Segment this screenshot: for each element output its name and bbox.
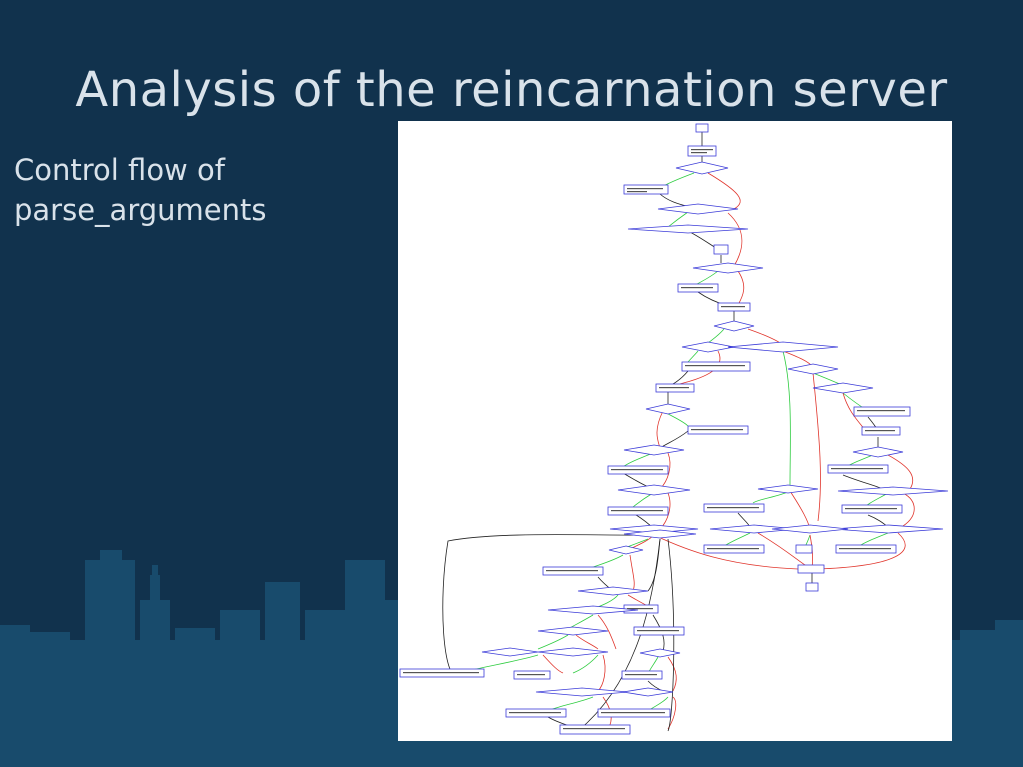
decision-node — [675, 161, 729, 175]
decision-node — [577, 586, 649, 596]
edge — [707, 328, 725, 344]
decision-node — [727, 341, 839, 353]
edge — [659, 193, 691, 208]
edge — [667, 211, 689, 228]
edge — [572, 654, 599, 674]
edge — [679, 350, 721, 385]
decision-node — [657, 203, 739, 215]
edge — [842, 474, 884, 490]
edge — [575, 634, 599, 650]
decision-node — [481, 647, 539, 657]
node — [797, 564, 825, 574]
node — [853, 406, 911, 417]
node-labels-placeholder — [403, 149, 905, 730]
decision-node — [535, 687, 629, 697]
edge — [727, 212, 743, 267]
edge — [467, 654, 539, 672]
edge — [737, 270, 745, 306]
decision-node — [771, 524, 849, 534]
decision-node — [692, 262, 764, 274]
start-node — [695, 123, 709, 133]
edge — [622, 452, 654, 468]
decision-node — [787, 363, 839, 375]
end-node — [805, 582, 819, 592]
edge — [653, 534, 799, 570]
edge — [667, 538, 675, 732]
edge — [672, 370, 689, 385]
slide-title: Analysis of the reincarnation server — [75, 62, 948, 119]
decision-node — [757, 484, 819, 494]
edge — [442, 534, 655, 677]
node — [713, 244, 729, 255]
slide-body-text: Control flow of parse_arguments — [14, 153, 267, 227]
edge — [887, 454, 914, 490]
edge — [687, 230, 717, 249]
node — [795, 544, 813, 554]
edge — [597, 614, 617, 650]
decision-node — [623, 444, 685, 456]
edge — [597, 654, 606, 692]
decision-node — [645, 403, 691, 415]
edge — [659, 430, 689, 449]
decision-node — [837, 486, 949, 496]
node — [687, 145, 717, 157]
decision-node — [547, 605, 639, 615]
edge — [812, 372, 821, 522]
decision-node — [713, 320, 755, 332]
node — [681, 361, 751, 372]
decision-node — [622, 687, 674, 697]
control-flow-graph — [398, 121, 952, 741]
edge — [902, 492, 915, 527]
decision-node — [852, 446, 904, 458]
node — [623, 184, 669, 195]
decision-node — [681, 341, 735, 353]
edge — [647, 538, 661, 592]
edge — [737, 512, 751, 528]
edge — [656, 410, 664, 449]
edge — [667, 656, 677, 692]
edge — [632, 492, 654, 508]
edge — [542, 654, 564, 674]
edge — [537, 634, 569, 650]
decision-node — [832, 524, 944, 534]
edge — [817, 532, 906, 570]
decision-node — [537, 647, 609, 657]
edge — [707, 172, 741, 210]
decision-node — [537, 626, 609, 636]
decision-node — [812, 382, 874, 394]
control-flow-graph-svg — [399, 123, 949, 735]
edge — [789, 490, 811, 530]
decision-node — [608, 545, 644, 555]
edge — [782, 350, 791, 487]
decision-node — [623, 529, 697, 539]
node — [559, 724, 631, 735]
edge — [629, 554, 635, 592]
decision-node — [617, 484, 691, 496]
decision-node — [627, 224, 749, 234]
decision-node — [639, 648, 681, 658]
